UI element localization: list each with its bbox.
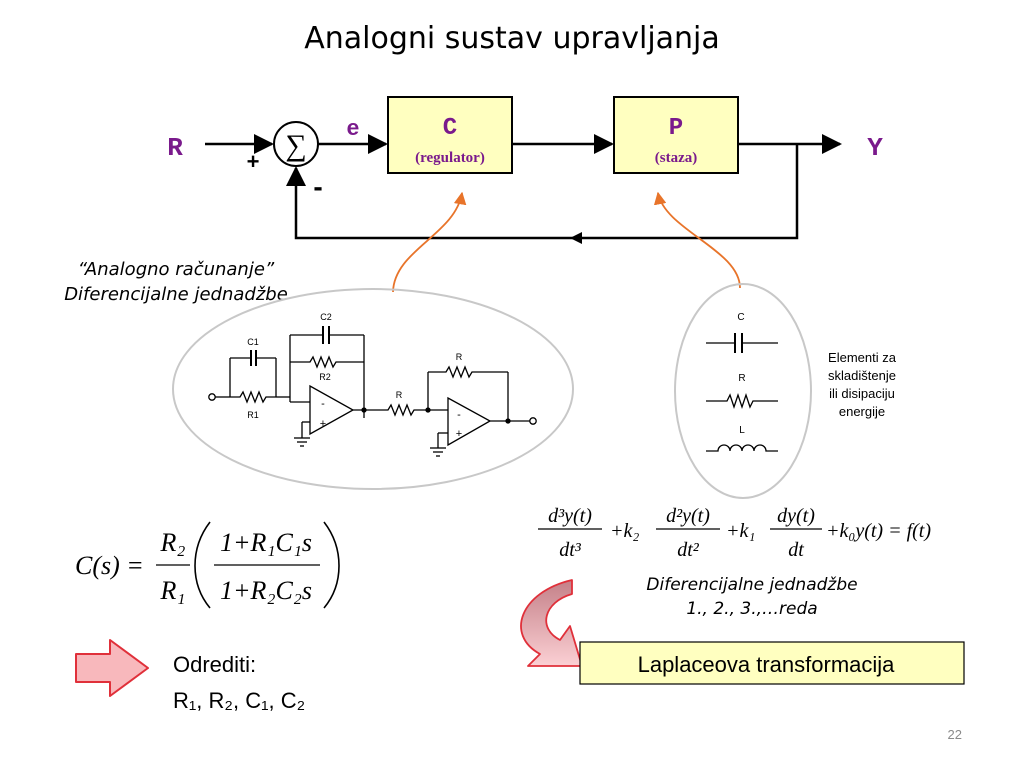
opamp1-minus: - [321, 398, 325, 410]
elements-caption-1: Elementi za [828, 350, 897, 365]
tf-left-paren [194, 521, 211, 609]
label-r-middle: R [396, 390, 403, 400]
eq-term3-num: dy(t) [777, 505, 815, 527]
eq-term3-den: dt [788, 539, 804, 561]
elements-caption-4: energije [839, 404, 885, 419]
plant-block [613, 96, 739, 174]
eq-k1: +k₁ [726, 520, 755, 542]
tf-frac1-den: R₁ [160, 576, 186, 605]
label-c1: C1 [247, 337, 259, 347]
diff-equation: d³y(t) dt³ +k₂ d²y(t) dt² +k₁ dy(t) dt +… [538, 505, 931, 561]
opamp-circuit: C2 C1 R2 R1 R R - + - + [172, 288, 574, 490]
capacitor-symbol [706, 333, 778, 353]
inductor-label: L [739, 425, 745, 436]
laplace-box [579, 641, 965, 685]
feedback-line [286, 144, 799, 240]
opamp1-plus: + [320, 418, 326, 430]
elements-caption-2: skladištenje [828, 368, 896, 383]
pointer-to-controller [392, 191, 467, 293]
task-line2: R₁, R₂, C₁, C₂ [173, 688, 305, 713]
tf-frac2-num: 1+R₁C₁s [220, 528, 312, 557]
error-label: e [346, 117, 359, 142]
controller-letter: C [443, 115, 457, 142]
sum-symbol: ∑ [285, 129, 306, 162]
elements-ellipse [674, 283, 812, 499]
eq-term1-num: d³y(t) [548, 505, 592, 527]
inductor-symbol [706, 444, 778, 452]
label-r-feedback: R [456, 352, 463, 362]
tf-frac2-den: 1+R₂C₂s [220, 576, 312, 605]
feedback-direction-arrow [570, 232, 582, 244]
plant-name: (staza) [655, 150, 697, 166]
minus-sign: - [313, 171, 322, 202]
controller-block [387, 96, 513, 174]
elements-caption-3: ili disipaciju [829, 386, 895, 401]
tf-lhs: C(s) = [75, 551, 144, 580]
curved-arrow-icon [520, 579, 583, 667]
page-number: 22 [948, 727, 962, 742]
label-r1: R1 [247, 410, 259, 420]
right-arrow-icon [75, 639, 149, 697]
task-line1: Odrediti: [173, 652, 256, 677]
eq-term1-den: dt³ [559, 539, 582, 561]
elements-panel: C R L Elementi za skladištenje ili disip… [674, 283, 897, 499]
eq-rest: +k₀y(t) = f(t) [826, 520, 931, 542]
slide-title: Analogni sustav upravljanja [304, 21, 720, 56]
label-r2: R2 [319, 372, 331, 382]
input-label: R [167, 133, 183, 163]
pointer-to-plant [653, 191, 741, 289]
resistor-symbol [706, 392, 778, 410]
eq-term2-den: dt² [677, 539, 700, 561]
eq-k2: +k₂ [610, 520, 639, 542]
block-diagram: R + ∑ - e C (regulator) P (staza) Y [167, 96, 883, 293]
analog-caption-line2: Diferencijalne jednadžbe [64, 284, 288, 305]
tf-right-paren [323, 521, 340, 609]
diff-caption-line2: 1., 2., 3.,…reda [686, 599, 817, 619]
tf-frac1-num: R₂ [160, 528, 186, 557]
controller-name: (regulator) [415, 150, 485, 166]
diff-caption-line1: Diferencijalne jednadžbe [646, 575, 857, 595]
eq-term2-num: d²y(t) [666, 505, 710, 527]
transfer-function: C(s) = R₂ R₁ 1+R₁C₁s 1+R₂C₂s [75, 521, 340, 609]
plus-sign: + [247, 149, 260, 174]
opamp2-minus: - [457, 409, 461, 421]
circuit-ellipse [172, 288, 574, 490]
plant-letter: P [669, 115, 683, 142]
laplace-label: Laplaceova transformacija [638, 652, 896, 677]
analog-caption-line1: “Analogno računanje” [78, 259, 275, 280]
capacitor-label: C [737, 312, 744, 323]
resistor-label: R [738, 373, 745, 384]
output-label: Y [867, 133, 883, 163]
label-c2: C2 [320, 312, 332, 322]
opamp2-plus: + [456, 428, 462, 440]
